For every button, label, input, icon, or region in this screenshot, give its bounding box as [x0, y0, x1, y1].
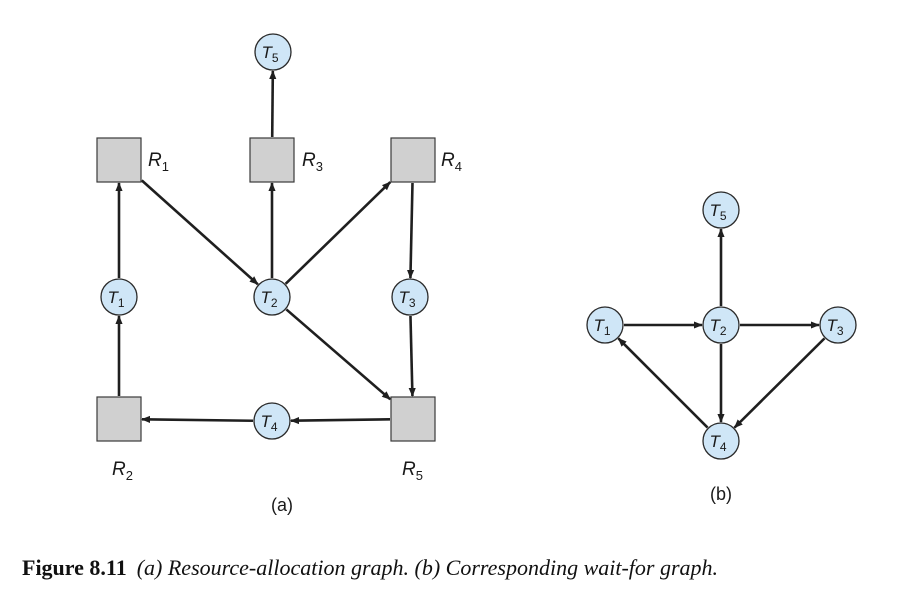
resource-box	[390, 396, 436, 442]
thread-label: T2	[709, 316, 726, 338]
resource-box	[96, 396, 142, 442]
thread-label: T1	[593, 316, 610, 338]
panel-a-label: (a)	[271, 495, 293, 515]
resource-label: R4	[441, 150, 462, 174]
thread-circle	[391, 278, 429, 316]
edge-r4-to-t3	[406, 182, 415, 279]
thread-label: T3	[826, 316, 843, 338]
thread-circle	[819, 306, 857, 344]
resource-box	[249, 137, 295, 183]
edge-r3-to-t5	[269, 70, 277, 138]
resource-r2: R2	[96, 396, 142, 483]
thread-label: T4	[709, 432, 726, 454]
thread-label: T4	[260, 412, 277, 434]
resource-label: R3	[302, 150, 323, 174]
resource-box	[390, 137, 436, 183]
thread-circle	[702, 306, 740, 344]
thread-label: T1	[107, 288, 124, 310]
edge-r1-to-t2	[140, 179, 259, 286]
thread-circle	[253, 278, 291, 316]
figure-caption-text: (a) Resource-allocation graph. (b) Corre…	[136, 555, 719, 580]
edge-t2-to-r4	[284, 181, 392, 285]
b-thread-t1: T1	[586, 306, 624, 344]
b-thread-t4: T4	[702, 422, 740, 460]
resource-label: R5	[402, 459, 423, 483]
thread-label: T3	[398, 288, 415, 310]
a-thread-t1: T1	[100, 278, 138, 316]
b-thread-t2: T2	[702, 306, 740, 344]
edge-t3-to-r5	[408, 315, 416, 397]
figure-number: Figure 8.11	[22, 555, 127, 580]
thread-label: T2	[260, 288, 277, 310]
a-thread-t5: T5	[254, 33, 292, 71]
thread-label: T5	[261, 43, 278, 65]
resource-r1: R1	[96, 137, 169, 183]
a-thread-t4: T4	[253, 402, 291, 440]
thread-circle	[253, 402, 291, 440]
resource-r4: R4	[390, 137, 462, 183]
b-thread-t5: T5	[702, 191, 740, 229]
edge-t2-to-r5	[285, 308, 392, 401]
resource-label: R1	[148, 150, 169, 174]
thread-circle	[586, 306, 624, 344]
b-thread-t3: T3	[819, 306, 857, 344]
thread-circle	[702, 422, 740, 460]
thread-circle	[254, 33, 292, 71]
resource-label: R2	[112, 459, 133, 483]
edge-t4-to-r2	[141, 415, 254, 424]
thread-label: T5	[709, 201, 726, 223]
resource-r5: R5	[390, 396, 436, 483]
edge-t3-to-t4	[733, 337, 826, 429]
a-thread-t2: T2	[253, 278, 291, 316]
a-thread-t3: T3	[391, 278, 429, 316]
thread-circle	[702, 191, 740, 229]
edge-r5-to-t4	[290, 417, 391, 425]
resource-r3: R3	[249, 137, 323, 183]
panel-b-label: (b)	[710, 484, 732, 504]
edge-t4-to-t1	[617, 337, 709, 429]
figure-caption: Figure 8.11 (a) Resource-allocation graph…	[22, 555, 892, 581]
thread-circle	[100, 278, 138, 316]
resource-box	[96, 137, 142, 183]
